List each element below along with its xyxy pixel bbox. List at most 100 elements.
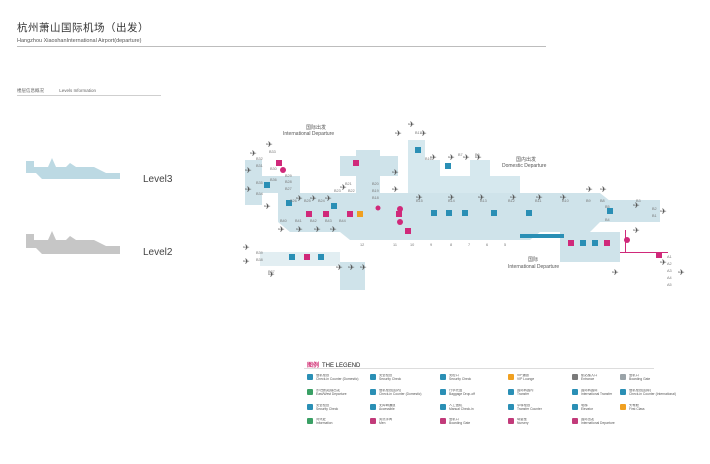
gate-B9[interactable]: B9 <box>586 199 591 203</box>
gate-B10[interactable]: B10 <box>562 199 569 203</box>
legend-swatch-icon <box>307 418 313 424</box>
legend-item-en: Entrance <box>581 376 595 381</box>
gate-B20[interactable]: B20 <box>372 182 379 186</box>
legend-item-cn: 头等舱 <box>629 404 639 407</box>
svg-text:✈: ✈ <box>633 201 640 210</box>
gate-B41[interactable]: B41 <box>295 219 302 223</box>
gate-A5[interactable]: A5 <box>667 283 672 287</box>
legend-swatch-icon <box>307 374 313 380</box>
north-pier-head <box>340 156 398 176</box>
legend-item-en: VIP Lounge <box>517 376 535 381</box>
level3-thumbnail[interactable] <box>22 155 122 185</box>
levels-divider <box>17 95 161 96</box>
svg-text:✈: ✈ <box>660 207 667 216</box>
svg-text:✈: ✈ <box>266 140 273 149</box>
gate-B25[interactable]: B25 <box>304 199 311 203</box>
gate-B38[interactable]: B38 <box>256 258 263 262</box>
svg-text:✈: ✈ <box>536 193 543 202</box>
east-pier <box>600 200 660 222</box>
legend-item-cn: 电梯 <box>581 404 588 407</box>
gate-B39[interactable]: B39 <box>256 251 263 255</box>
gate-B32[interactable]: B32 <box>256 157 263 161</box>
page-title: 杭州萧山国际机场（出发） <box>17 22 149 34</box>
gate-B42[interactable]: B42 <box>310 219 317 223</box>
legend-item-cn: 安全检查 <box>316 404 330 407</box>
legend-title-en: THE LEGEND <box>322 363 361 369</box>
legend-item-en: Accessible <box>379 406 395 411</box>
gate-B30[interactable]: B30 <box>270 167 277 171</box>
level3-label[interactable]: Level3 <box>143 174 173 185</box>
svg-text:✈: ✈ <box>448 153 455 162</box>
gate-B2[interactable]: B2 <box>652 207 657 211</box>
gate-B24[interactable]: B24 <box>318 199 325 203</box>
gate-B17-north[interactable]: B17 <box>415 131 422 135</box>
gate-B40[interactable]: B40 <box>280 219 287 223</box>
gate-B15[interactable]: B15 <box>416 199 423 203</box>
gate-B8[interactable]: B8 <box>600 199 605 203</box>
gate-A4[interactable]: A4 <box>667 276 672 280</box>
legend-swatch-icon <box>370 404 376 410</box>
gate-B35[interactable]: B35 <box>256 181 263 185</box>
svg-text:✈: ✈ <box>310 194 317 203</box>
gate-B23[interactable]: B23 <box>334 189 341 193</box>
legend-swatch-icon <box>620 389 626 395</box>
gate-B22[interactable]: B22 <box>348 189 355 193</box>
gate-B12[interactable]: B12 <box>508 199 515 203</box>
svg-text:✈: ✈ <box>475 153 482 162</box>
gate-B16-north[interactable]: B16 <box>425 157 432 161</box>
legend-swatch-icon <box>370 389 376 395</box>
legend-item-cn: 行李托运 <box>449 389 463 392</box>
svg-text:✈: ✈ <box>560 193 567 202</box>
gate-B31[interactable]: B31 <box>256 164 263 168</box>
level2-thumbnail[interactable] <box>22 228 122 260</box>
gate-B28[interactable]: B28 <box>285 180 292 184</box>
legend-title-cn: 图例 <box>307 363 320 369</box>
zone-intl-departure-en: International Departure <box>283 131 335 137</box>
svg-text:✈: ✈ <box>395 129 402 138</box>
gate-B21[interactable]: B21 <box>345 182 352 186</box>
svg-text:✈: ✈ <box>448 193 455 202</box>
gate-B4[interactable]: B4 <box>605 218 610 222</box>
legend-item-cn: 无障碍通道 <box>379 404 396 407</box>
level2-label[interactable]: Level2 <box>143 247 173 258</box>
gate-B37[interactable]: B37 <box>268 270 275 274</box>
gate-B1[interactable]: B1 <box>652 214 657 218</box>
legend-swatch-icon <box>307 389 313 395</box>
gate-B26[interactable]: B26 <box>290 199 297 203</box>
gate-B14[interactable]: B14 <box>448 199 455 203</box>
gate-B33[interactable]: B33 <box>269 150 276 154</box>
legend-swatch-icon <box>440 389 446 395</box>
gate-B43[interactable]: B43 <box>325 219 332 223</box>
svg-text:✈: ✈ <box>408 120 415 129</box>
gate-B29[interactable]: B29 <box>285 174 292 178</box>
legend-item-cn: 航站楼入口 <box>581 374 598 377</box>
gate-B44[interactable]: B44 <box>339 219 346 223</box>
gate-B5[interactable]: B5 <box>605 205 610 209</box>
legend-item-en: Boarding Gate <box>629 376 651 381</box>
gate-B3[interactable]: B3 <box>636 199 641 203</box>
legend-swatch-icon <box>307 404 313 410</box>
svg-text:✈: ✈ <box>463 153 470 162</box>
svg-text:✈: ✈ <box>278 225 285 234</box>
gate-B27[interactable]: B27 <box>285 187 292 191</box>
gate-B18[interactable]: B18 <box>372 196 379 200</box>
legend-item-en: Check-in Counter (International) <box>629 391 676 396</box>
legend-item-cn: 男洗手间 <box>379 418 393 421</box>
svg-text:✈: ✈ <box>336 263 343 272</box>
gate-B6[interactable]: B6 <box>475 153 480 157</box>
gate-B11[interactable]: B11 <box>535 199 542 203</box>
gate-A3[interactable]: A3 <box>667 269 672 273</box>
gate-B34[interactable]: B34 <box>256 192 263 196</box>
legend-swatch-icon <box>440 374 446 380</box>
legend-item-cn: 人工值机 <box>449 404 463 407</box>
gate-B19[interactable]: B19 <box>372 189 379 193</box>
legend-swatch-icon <box>508 418 514 424</box>
gate-A1[interactable]: A1 <box>667 255 672 259</box>
gate-B36[interactable]: B36 <box>270 178 277 182</box>
gate-A2[interactable]: A2 <box>667 262 672 266</box>
gate-B7[interactable]: B7 <box>458 153 463 157</box>
svg-text:✈: ✈ <box>314 225 321 234</box>
gate-B13[interactable]: B13 <box>480 199 487 203</box>
svg-text:✈: ✈ <box>416 193 423 202</box>
legend-item-en: Transfer Counter <box>517 406 542 411</box>
